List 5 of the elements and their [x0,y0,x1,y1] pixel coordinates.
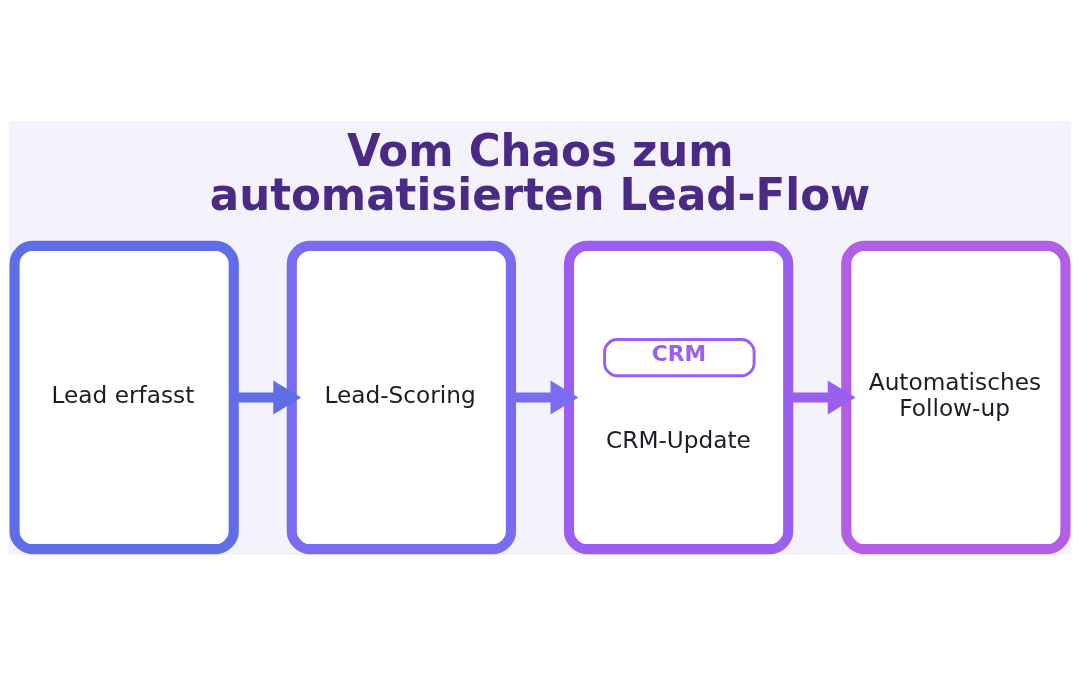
node-box: Lead-Scoring [286,240,517,554]
diagram-title: Vom Chaos zum automatisierten Lead-Flow [209,125,871,220]
node-box: CRM CRM-Update [563,240,794,554]
node-box: Automatisches Follow-up [841,240,1071,554]
node-box: Lead erfasst [9,240,239,554]
